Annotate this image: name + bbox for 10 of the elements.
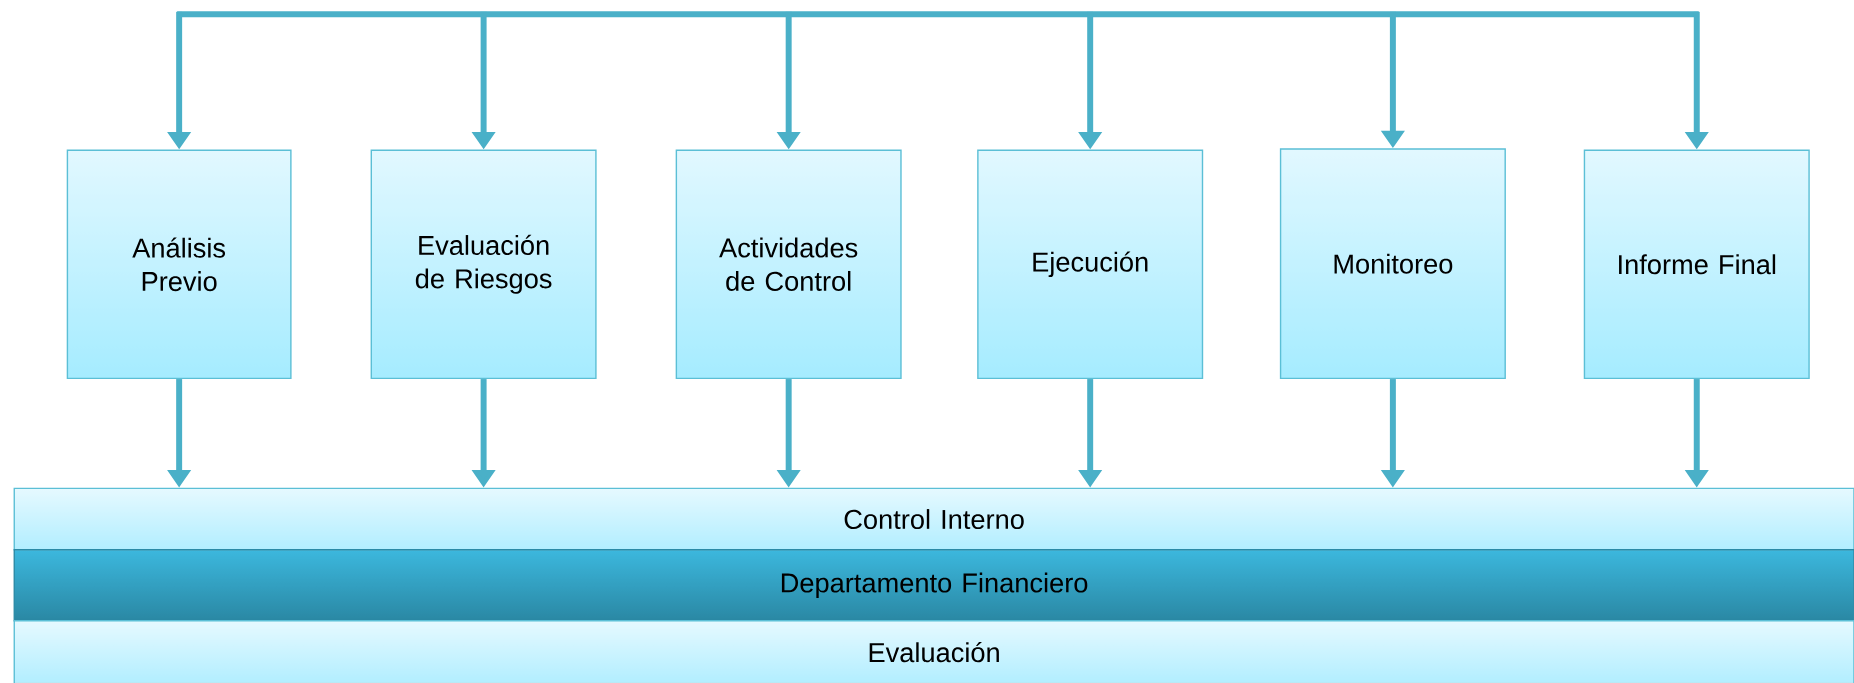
process-box: Evaluación de Riesgos [370, 149, 597, 379]
process-box: Ejecución [977, 149, 1204, 379]
process-box: Monitoreo [1279, 148, 1506, 379]
layer-band: Evaluación [13, 619, 1854, 683]
bus-line [177, 11, 1699, 17]
process-box: Actividades de Control [675, 149, 902, 379]
layer-band: Departamento Financiero [13, 548, 1854, 622]
process-box: Informe Final [1583, 149, 1810, 379]
process-box: Análisis Previo [66, 149, 292, 379]
layer-band: Control Interno [13, 487, 1854, 551]
